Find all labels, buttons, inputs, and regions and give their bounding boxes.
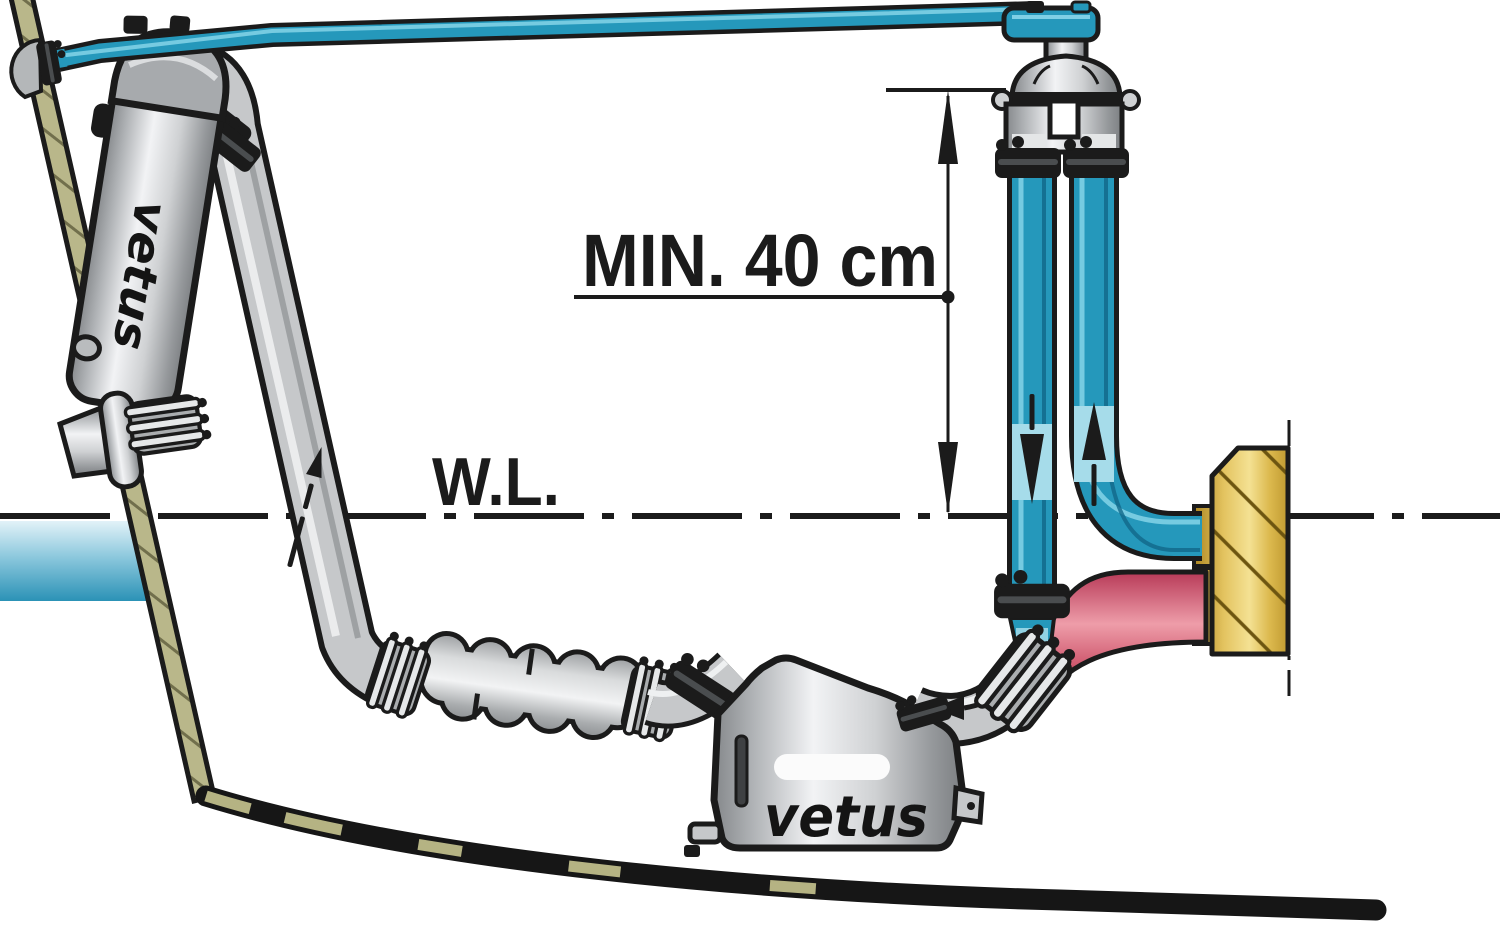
waterlock-ridge (774, 754, 890, 780)
hull-bottom (195, 785, 1387, 921)
device-u-notch (1047, 98, 1081, 140)
waterlock-vetus-logo: vetus (764, 785, 928, 850)
vent-clamshell-cover (9, 37, 44, 100)
waterlock-left-inlet (644, 647, 751, 729)
flow-up-arrow-icon (1082, 402, 1106, 506)
engine-block (1192, 445, 1291, 657)
waterlock-foot-pad (684, 845, 700, 857)
dimension-arrow-up-icon (938, 90, 958, 164)
gooseneck-lower-lug (71, 334, 102, 362)
dimension-arrow-down-icon (938, 442, 958, 514)
corrugated-hose (418, 630, 646, 741)
exhaust-diagonal-pipe-shade (243, 139, 361, 639)
vent-hose-top (55, 1, 1037, 72)
device-vent-nub (1070, 0, 1092, 14)
vent-skin-fitting (9, 37, 71, 100)
waterlock-foot (687, 821, 723, 845)
sea-water-band (0, 521, 171, 601)
gooseneck-side-tab (91, 103, 114, 138)
min-height-label: MIN. 40 cm (582, 219, 938, 302)
device-vent-tab (1026, 1, 1044, 13)
flow-up-dashed-arrow-icon (287, 447, 322, 568)
flow-down-arrow-icon (1020, 394, 1044, 504)
anti-siphon-device (991, 0, 1141, 178)
gooseneck-top-tab (123, 15, 148, 34)
device-dome (1009, 53, 1123, 99)
dimension-min-40cm: MIN. 40 cm (574, 88, 1006, 514)
gooseneck-top-tab (169, 15, 191, 33)
waterlock-bracket-slot (734, 734, 749, 808)
device-ear-bolt (1119, 89, 1141, 111)
transom-skin-fitting (57, 390, 213, 490)
waterline-label: W.L. (432, 444, 560, 520)
cooling-water-circuit (994, 166, 1202, 700)
skin-fitting-coupler (124, 394, 212, 456)
